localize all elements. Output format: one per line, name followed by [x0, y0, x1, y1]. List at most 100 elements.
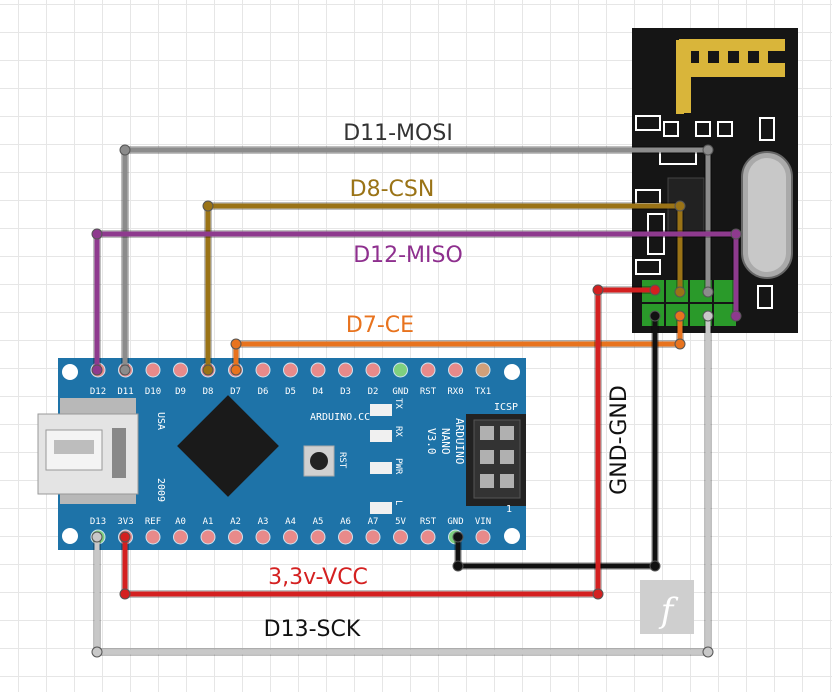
- pin-label: VIN: [475, 517, 491, 527]
- pin-label: 3V3: [117, 517, 133, 527]
- pin-label: D13: [90, 517, 106, 527]
- reset-button-cap: [310, 452, 328, 470]
- wires: [91, 144, 742, 658]
- label-gnd: GND-GND: [607, 385, 632, 495]
- arduino-nano: ARDUINO.CC USA 2009 RST ICSP 1 ARDUINO N…: [37, 358, 526, 550]
- pin-label: A7: [368, 517, 379, 527]
- wire-gnd-node: [649, 560, 661, 572]
- wire-sck-node: [702, 310, 714, 322]
- led-label-rx: RX: [393, 426, 403, 437]
- pin-rst: [420, 362, 436, 378]
- pin-a3: [255, 529, 271, 545]
- pin-label: D11: [117, 387, 133, 397]
- mount-hole: [504, 364, 520, 380]
- pin-label: RX0: [447, 387, 463, 397]
- wire-sck-node: [702, 646, 714, 658]
- pin-label: D12: [90, 387, 106, 397]
- pin-gnd: [393, 362, 408, 378]
- fritzing-logo: f: [640, 580, 694, 634]
- model-line-1: ARDUINO: [453, 418, 466, 464]
- wire-mosi-node: [702, 286, 714, 298]
- pin-label: D8: [203, 387, 214, 397]
- wire-vcc-node: [592, 588, 604, 600]
- pin-a4: [283, 529, 298, 545]
- icsp-label: ICSP: [494, 402, 518, 413]
- label-vcc: 3,3v-VCC: [268, 565, 368, 590]
- brand-label: ARDUINO.CC: [310, 412, 370, 423]
- pin-label: D4: [313, 387, 324, 397]
- pin-label: A1: [203, 517, 214, 527]
- icsp-pins: [480, 426, 514, 488]
- wire-miso: [94, 231, 739, 370]
- wire-csn-node: [674, 286, 686, 298]
- wire-ce-node: [230, 338, 242, 350]
- wire-miso-node: [730, 228, 742, 240]
- led-label-pwr: PWR: [393, 458, 403, 475]
- pin-label: D6: [258, 387, 269, 397]
- wire-vcc-node: [592, 284, 604, 296]
- pin-label: D3: [340, 387, 351, 397]
- wire-sck-node: [91, 646, 103, 658]
- mount-hole: [504, 528, 520, 544]
- pin-a6: [338, 529, 353, 545]
- pin-label: A0: [175, 517, 186, 527]
- wire-mosi: [122, 147, 711, 370]
- pin-label: A6: [340, 517, 351, 527]
- model-line-2: NANO: [439, 428, 452, 455]
- wire-vcc-node: [649, 284, 661, 296]
- wire-sck-node: [91, 531, 103, 543]
- wire-ce-node: [674, 338, 686, 350]
- pin-label: 5V: [395, 517, 406, 527]
- wire-miso-node: [91, 228, 103, 240]
- pin-ref: [145, 529, 161, 545]
- pin-label: D2: [368, 387, 379, 397]
- pin-label: REF: [145, 517, 161, 527]
- pin-a2: [228, 529, 243, 545]
- mount-hole: [62, 528, 78, 544]
- pin-label: A3: [258, 517, 269, 527]
- pin-5v: [393, 529, 408, 545]
- pin-tx1: [475, 362, 491, 378]
- pin-a7: [365, 529, 381, 545]
- wire-vcc-node: [119, 531, 131, 543]
- year-label: 2009: [155, 478, 166, 502]
- pin-a1: [200, 529, 216, 545]
- wire-mosi-node: [119, 144, 131, 156]
- label-sck: D13-SCK: [264, 617, 361, 642]
- pin-d3: [338, 362, 353, 378]
- pin-d2: [365, 362, 381, 378]
- icsp-pin: [500, 426, 514, 440]
- label-csn: D8-CSN: [350, 177, 435, 202]
- pin-label: A4: [285, 517, 296, 527]
- wire-gnd: [455, 316, 658, 569]
- pin-a5: [310, 529, 326, 545]
- pin-label: RST: [420, 517, 437, 527]
- wire-miso-node: [730, 310, 742, 322]
- rst-label: RST: [337, 452, 347, 469]
- status-leds: [370, 404, 392, 514]
- pin-label: TX1: [475, 387, 491, 397]
- icsp-pin: [500, 450, 514, 464]
- pin-vin: [475, 529, 491, 545]
- wire-csn-node: [202, 200, 214, 212]
- pin-rx0: [448, 362, 463, 378]
- wire-mosi-node: [702, 144, 714, 156]
- icsp-pin1-label: 1: [506, 504, 512, 515]
- wire-labels: D11-MOSI D8-CSN D12-MISO D7-CE GND-GND 3…: [264, 121, 632, 642]
- label-ce: D7-CE: [346, 313, 414, 338]
- wire-ce-node: [674, 310, 686, 322]
- mcu-chip: [177, 395, 279, 497]
- icsp-pin: [480, 450, 494, 464]
- pin-label: D7: [230, 387, 241, 397]
- pin-label: D10: [145, 387, 161, 397]
- wire-gnd-node: [452, 531, 464, 543]
- model-line-3: V3.0: [425, 428, 438, 455]
- wire-gnd-node: [649, 310, 661, 322]
- logo-box: [640, 580, 694, 634]
- icsp-pin: [480, 426, 494, 440]
- pin-d9: [173, 362, 188, 378]
- pin-label: GND: [447, 517, 463, 527]
- pin-d6: [255, 362, 271, 378]
